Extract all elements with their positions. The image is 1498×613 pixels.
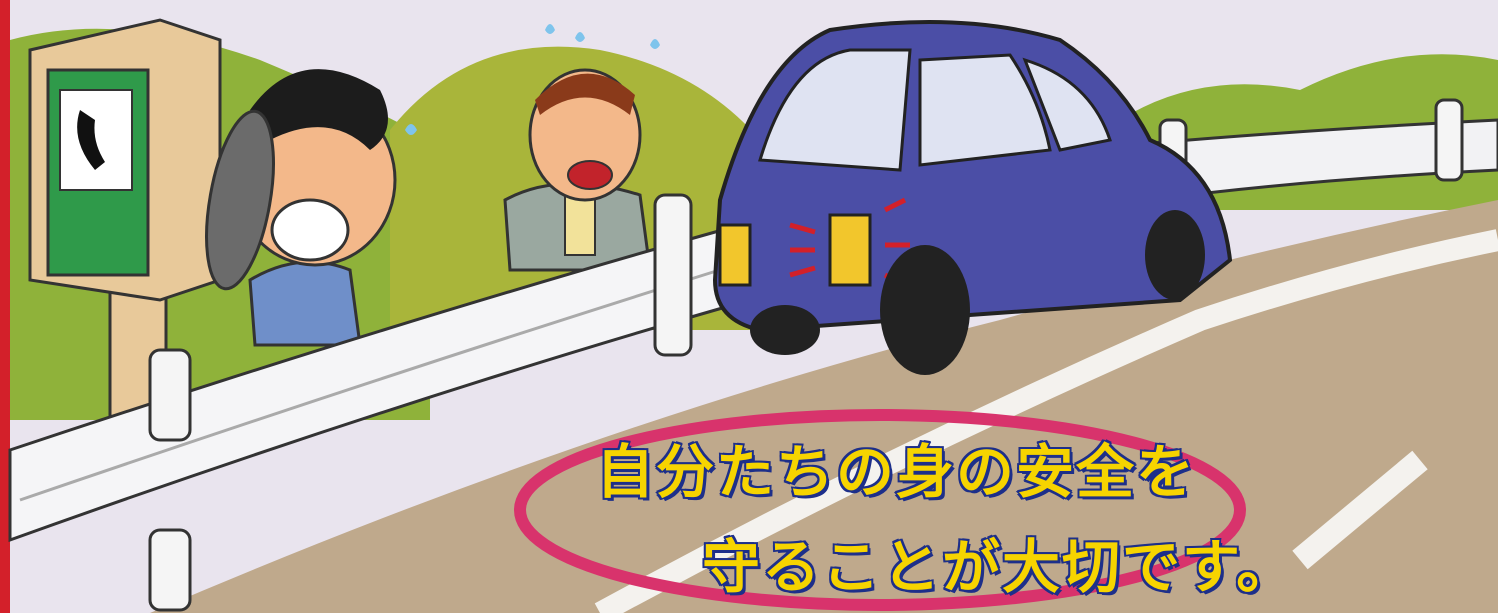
car-wheel — [880, 245, 970, 375]
phone-sign — [59, 89, 133, 191]
left-border — [0, 0, 10, 613]
man-2-hair — [535, 73, 635, 115]
car-side-window — [918, 53, 1052, 167]
phone-receiver — [205, 109, 275, 291]
road-line — [594, 229, 1498, 613]
car-wheel — [1145, 210, 1205, 300]
rail-post — [148, 528, 192, 612]
man-1-hair — [250, 69, 388, 150]
car-side-window — [1022, 57, 1112, 152]
man-2-mouth — [567, 160, 613, 190]
telephone-icon — [77, 110, 105, 170]
car-rear-window — [758, 48, 912, 172]
caption-line-2: 守ることが大切です。 — [700, 532, 1297, 603]
sweat-drop-icon — [405, 124, 417, 135]
caption-ellipse — [514, 409, 1246, 611]
rail-post — [1434, 98, 1464, 182]
car-tail-light-right — [828, 213, 872, 287]
man-2-shirt — [564, 194, 596, 256]
man-1-mouth — [270, 198, 350, 262]
guardrail-groove — [19, 260, 746, 502]
rail-post — [653, 193, 693, 357]
guardrail-far — [1127, 118, 1498, 202]
rail-post — [148, 348, 192, 442]
car-wheel — [750, 305, 820, 355]
hazard-light-icon — [789, 197, 910, 288]
man-1-shirt — [248, 260, 362, 347]
car-tail-light-left — [718, 223, 752, 287]
road-dash — [1292, 450, 1428, 570]
caption-line-1: 自分たちの身の安全を — [594, 437, 1197, 508]
